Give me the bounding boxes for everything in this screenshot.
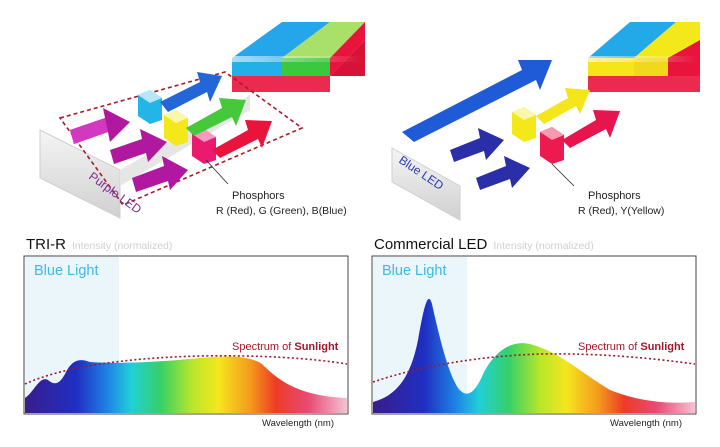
- phosphors-list-right: R (Red), Y(Yellow): [578, 205, 665, 217]
- purple-light-arrows: [70, 108, 188, 192]
- phosphor-leader-line: [205, 159, 229, 185]
- ry-emission-arrows: [536, 88, 620, 148]
- sunlight-label-left: Spectrum of Sunlight: [232, 341, 339, 353]
- blue-led-module: Blue LED: [391, 22, 700, 221]
- ry-phosphor-chips: [512, 107, 564, 164]
- commercial-led-title: Commercial LED: [374, 236, 488, 253]
- phosphors-title-left: Phosphors: [232, 190, 285, 202]
- purple-led-module: Purple LED: [39, 22, 365, 219]
- blue-led-block: [391, 147, 461, 221]
- rgb-phosphor-chips: [138, 90, 216, 164]
- blue-light-label-left: Blue Light: [34, 263, 99, 279]
- chart-title-right: Commercial LED Intensity (normalized): [374, 236, 594, 254]
- rgb-emission-arrows: [160, 72, 272, 158]
- intensity-axis-label: Intensity (normalized): [493, 240, 594, 252]
- blue-light-arrows: [402, 60, 552, 190]
- intensity-axis-label: Intensity (normalized): [72, 240, 173, 252]
- wavelength-axis-label-left: Wavelength (nm): [262, 418, 334, 429]
- ry-output-beam: [588, 22, 700, 92]
- commercial-led-spectrum-area: [373, 298, 695, 413]
- tri-r-spectrum-area: [25, 356, 347, 413]
- phosphors-list-left: R (Red), G (Green), B(Blue): [216, 205, 347, 217]
- commercial-led-spectrum-chart: [371, 255, 697, 415]
- phosphor-leader-line-right: [551, 163, 575, 187]
- chart-title-left: TRI-R Intensity (normalized): [26, 236, 172, 254]
- tri-r-title: TRI-R: [26, 236, 66, 253]
- sunlight-reference-curve: [372, 353, 696, 383]
- dashed-outline: [58, 71, 304, 206]
- phosphors-title-right: Phosphors: [588, 190, 641, 202]
- blue-light-label-right: Blue Light: [382, 263, 447, 279]
- rgb-output-beam: [232, 22, 365, 92]
- sunlight-label-right: Spectrum of Sunlight: [578, 341, 685, 353]
- tri-r-spectrum-chart: [23, 255, 349, 415]
- wavelength-axis-label-right: Wavelength (nm): [610, 418, 682, 429]
